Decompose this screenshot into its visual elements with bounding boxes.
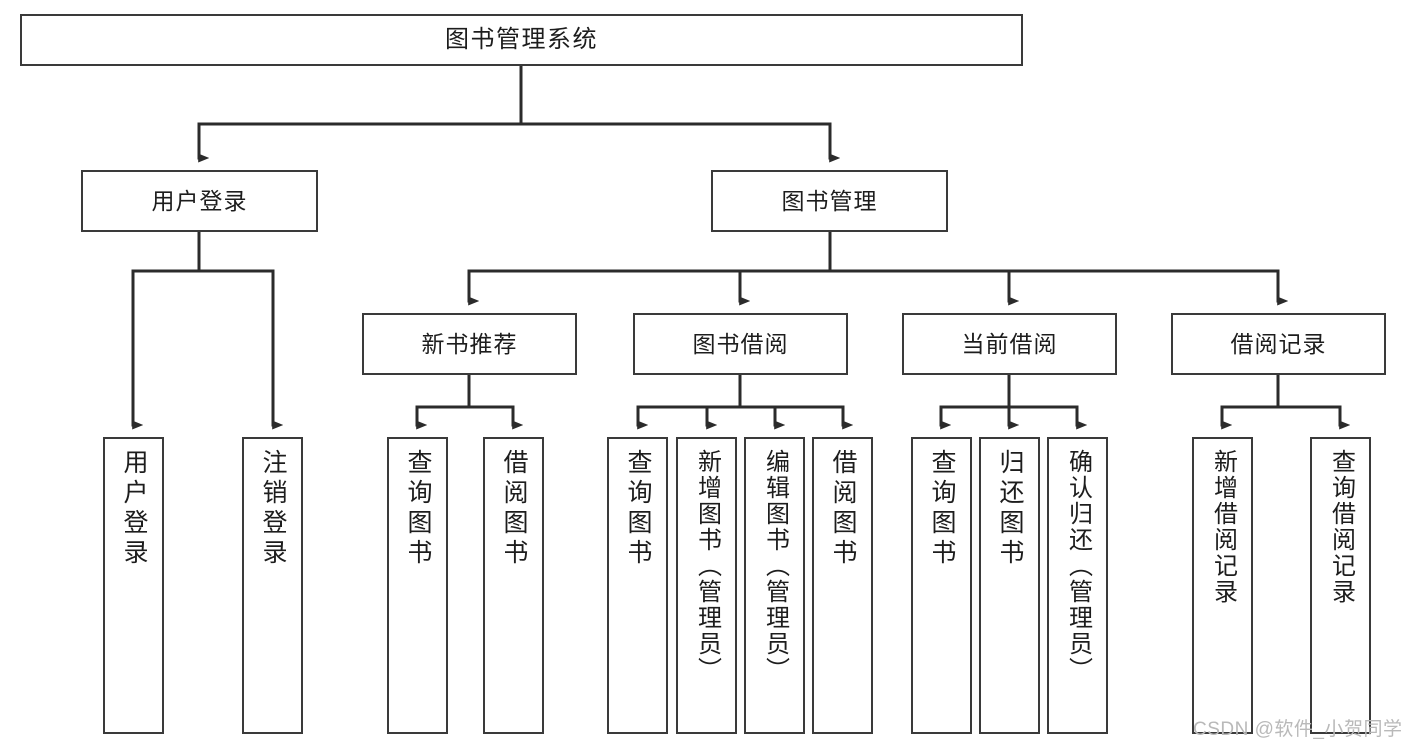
node-label: 查询图书	[624, 449, 652, 569]
node-label: 查询借阅记录	[1327, 449, 1355, 605]
csdn-watermark: CSDN @软件_小贺同学	[1193, 719, 1403, 740]
node-label: 查询图书	[404, 449, 432, 569]
leaf-return-book[interactable]: 归还图书	[979, 437, 1040, 734]
node-label: 图书借阅	[692, 330, 789, 357]
node-label: 当前借阅	[961, 330, 1058, 357]
leaf-add-book-admin[interactable]: 新增图书（管理员）	[676, 437, 737, 734]
node-label: 编辑图书（管理员）	[761, 449, 789, 683]
leaf-logout-login[interactable]: 注销登录	[242, 437, 303, 734]
node-label: 图书管理	[781, 187, 878, 214]
node-label: 确认归还（管理员）	[1064, 449, 1092, 683]
node-label: 借阅图书	[500, 449, 528, 569]
node-label: 图书管理系统	[445, 26, 598, 54]
node-label: 查询图书	[928, 449, 956, 569]
node-label: 借阅图书	[829, 449, 857, 569]
node-label: 注销登录	[259, 449, 287, 569]
node-current-borrowing[interactable]: 当前借阅	[902, 313, 1117, 375]
leaf-add-borrow-record[interactable]: 新增借阅记录	[1192, 437, 1253, 734]
leaf-query-book-new-rec[interactable]: 查询图书	[387, 437, 448, 734]
leaf-confirm-return-admin[interactable]: 确认归还（管理员）	[1047, 437, 1108, 734]
node-book-borrowing[interactable]: 图书借阅	[633, 313, 848, 375]
node-root-book-management-system[interactable]: 图书管理系统	[20, 14, 1023, 66]
node-label: 借阅记录	[1230, 330, 1327, 357]
leaf-borrow-book[interactable]: 借阅图书	[812, 437, 873, 734]
node-label: 新增图书（管理员）	[693, 449, 721, 683]
node-label: 用户登录	[151, 187, 248, 214]
node-borrowing-records[interactable]: 借阅记录	[1171, 313, 1386, 375]
leaf-user-login[interactable]: 用户登录	[103, 437, 164, 734]
node-label: 新书推荐	[421, 330, 518, 357]
leaf-query-book-borrow[interactable]: 查询图书	[607, 437, 668, 734]
node-label: 用户登录	[120, 449, 148, 569]
leaf-query-borrow-record[interactable]: 查询借阅记录	[1310, 437, 1371, 734]
leaf-borrow-book-new-rec[interactable]: 借阅图书	[483, 437, 544, 734]
node-new-book-recommendation[interactable]: 新书推荐	[362, 313, 577, 375]
node-label: 归还图书	[996, 449, 1024, 569]
node-user-login[interactable]: 用户登录	[81, 170, 318, 232]
leaf-edit-book-admin[interactable]: 编辑图书（管理员）	[744, 437, 805, 734]
node-label: 新增借阅记录	[1209, 449, 1237, 605]
leaf-query-book-current[interactable]: 查询图书	[911, 437, 972, 734]
node-book-management[interactable]: 图书管理	[711, 170, 948, 232]
